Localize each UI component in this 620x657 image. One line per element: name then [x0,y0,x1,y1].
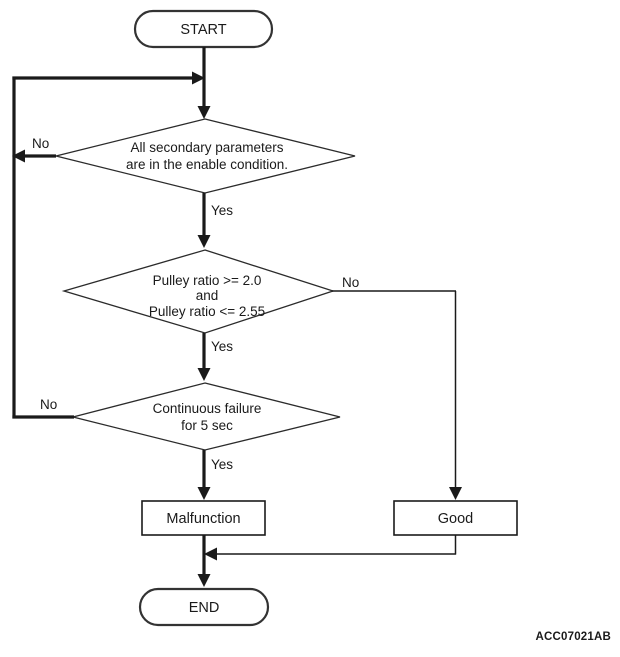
edge-decision1-no: No [12,136,56,163]
end-label: END [189,600,220,616]
edge-malfunction-to-end [197,535,211,587]
decision1-line1: All secondary parameters [130,140,283,155]
edge-label-decision2-yes: Yes [211,339,233,354]
node-decision-pulley-ratio: Pulley ratio >= 2.0 and Pulley ratio <= … [61,249,336,334]
node-decision-secondary-parameters: All secondary parameters are in the enab… [55,118,356,194]
edge-label-decision1-yes: Yes [211,203,233,218]
edge-label-decision2-no: No [342,275,359,290]
arrow-head-icon [197,106,211,119]
end-shape [138,587,270,627]
node-start: START [133,9,274,49]
malfunction-label: Malfunction [166,511,240,527]
arrow-head-icon [197,368,211,381]
edge-label-decision1-no: No [32,136,49,151]
decision2-line2: and [196,288,219,303]
start-label: START [180,22,226,38]
node-end: END [138,587,270,627]
edge-decision3-no: No [12,397,74,419]
decision3-shape [72,382,341,451]
edge-decision2-yes: Yes [197,333,233,381]
edge-label-decision3-no: No [40,397,57,412]
decision3-line1: Continuous failure [153,401,262,416]
edge-decision3-yes: Yes [197,450,233,500]
edge-good-to-merge [204,535,457,561]
arrow-head-icon [197,574,211,587]
reference-code: ACC07021AB [535,631,611,643]
decision3-line2: for 5 sec [181,418,233,433]
edge-decision2-no: No [332,275,462,500]
node-decision-continuous-failure: Continuous failure for 5 sec [72,382,341,451]
edge-start-to-decision1 [197,47,211,119]
arrow-head-icon [197,487,211,500]
node-malfunction: Malfunction [141,500,266,536]
edge-decision1-yes: Yes [197,193,233,248]
good-shape [393,500,518,536]
node-good: Good [393,500,518,536]
edge-loopback-rail [12,71,205,419]
decision1-shape [55,118,356,194]
edge-label-decision3-yes: Yes [211,457,233,472]
decision2-line1: Pulley ratio >= 2.0 [153,273,262,288]
decision2-line3: Pulley ratio <= 2.55 [149,304,265,319]
good-label: Good [438,511,473,527]
decision1-line2: are in the enable condition. [126,157,288,172]
arrow-head-icon [192,71,205,85]
arrow-head-icon [12,149,25,163]
arrow-head-icon [197,235,211,248]
arrow-head-icon [204,547,217,561]
arrow-head-icon [449,487,462,500]
